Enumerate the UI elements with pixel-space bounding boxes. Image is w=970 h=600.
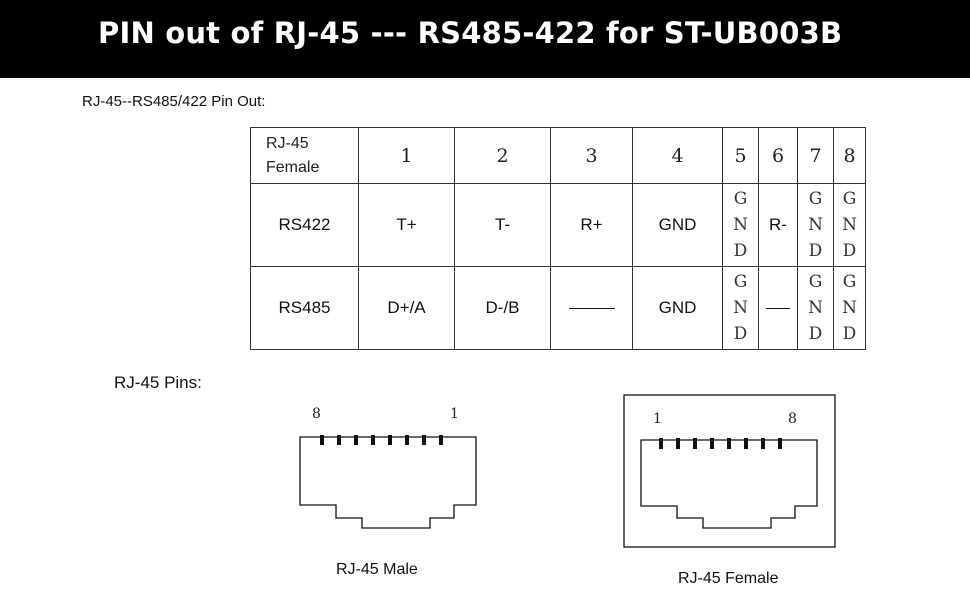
gnd-letter: G <box>808 189 823 209</box>
gnd-letter: N <box>808 215 823 235</box>
row-name: RS485 <box>250 266 359 350</box>
pinout-subtitle: RJ-45--RS485/422 Pin Out: <box>82 93 266 110</box>
dash-mark <box>766 308 790 310</box>
header-row: RJ-45 Female 1 2 3 4 5 6 7 8 <box>250 127 866 184</box>
pin-header: 8 <box>833 127 866 184</box>
pin-header: 1 <box>358 127 455 184</box>
gnd-letter: D <box>808 241 823 261</box>
pin-cell: R- <box>758 183 798 267</box>
rs485-row: RS485 D+/A D-/B GND G N D G N D G N D <box>250 266 866 350</box>
row-name: RS422 <box>250 183 359 267</box>
female-pin-left-label: 1 <box>653 411 662 427</box>
male-pin-right-label: 1 <box>450 406 459 422</box>
pins-label: RJ-45 Pins: <box>114 373 202 392</box>
dash-mark <box>568 308 615 310</box>
corner-cell: RJ-45 Female <box>250 127 359 184</box>
page-title: PIN out of RJ-45 --- RS485-422 for ST-UB… <box>98 16 843 50</box>
pin-cell: T+ <box>358 183 455 267</box>
gnd-letter: N <box>842 215 857 235</box>
pin-cell: D-/B <box>454 266 551 350</box>
rj45-female-diagram: 1 8 <box>623 394 836 548</box>
gnd-letter: G <box>733 189 748 209</box>
title-banner: PIN out of RJ-45 --- RS485-422 for ST-UB… <box>0 0 970 78</box>
gnd-letter: D <box>842 241 857 261</box>
pin-cell: GND <box>632 266 723 350</box>
gnd-letter: N <box>842 298 857 318</box>
male-jack-outline <box>299 436 477 529</box>
female-caption: RJ-45 Female <box>678 570 779 587</box>
male-pin-left-label: 8 <box>312 406 321 422</box>
female-pin-contacts <box>659 438 782 449</box>
pin-header: 3 <box>550 127 633 184</box>
rs422-row: RS422 T+ T- R+ GND G N D R- G N D G N D <box>250 183 866 267</box>
pin-header: 4 <box>632 127 723 184</box>
gnd-cell: G N D <box>797 266 834 350</box>
gnd-letter: D <box>808 324 823 344</box>
gnd-letter: N <box>733 298 748 318</box>
pin-header: 2 <box>454 127 551 184</box>
pin-cell: D+/A <box>358 266 455 350</box>
pin-header: 5 <box>722 127 759 184</box>
pin-cell: GND <box>632 183 723 267</box>
female-pin-right-label: 8 <box>788 411 797 427</box>
gnd-letter: G <box>842 272 857 292</box>
gnd-letter: D <box>842 324 857 344</box>
pin-cell: R+ <box>550 183 633 267</box>
gnd-letter: D <box>733 324 748 344</box>
male-pin-contacts <box>320 435 443 445</box>
gnd-letter: N <box>808 298 823 318</box>
pin-header: 6 <box>758 127 798 184</box>
pinout-table: RJ-45 Female 1 2 3 4 5 6 7 8 RS422 T+ T-… <box>250 127 866 350</box>
pin-header: 7 <box>797 127 834 184</box>
gnd-cell: G N D <box>833 266 866 350</box>
gnd-letter: G <box>808 272 823 292</box>
gnd-letter: D <box>733 241 748 261</box>
gnd-letter: G <box>733 272 748 292</box>
gnd-cell: G N D <box>722 183 759 267</box>
gnd-cell: G N D <box>833 183 866 267</box>
corner-line-1: RJ-45 <box>266 134 309 152</box>
corner-line-2: Female <box>266 158 320 176</box>
pin-cell: T- <box>454 183 551 267</box>
rj45-male-diagram: 8 1 <box>299 406 477 529</box>
unused-pin-cell <box>550 266 633 350</box>
gnd-letter: N <box>733 215 748 235</box>
female-outer-frame <box>623 394 836 548</box>
female-jack-outline <box>640 439 818 529</box>
gnd-cell: G N D <box>797 183 834 267</box>
gnd-cell: G N D <box>722 266 759 350</box>
unused-pin-cell <box>758 266 798 350</box>
male-caption: RJ-45 Male <box>336 561 418 578</box>
gnd-letter: G <box>842 189 857 209</box>
